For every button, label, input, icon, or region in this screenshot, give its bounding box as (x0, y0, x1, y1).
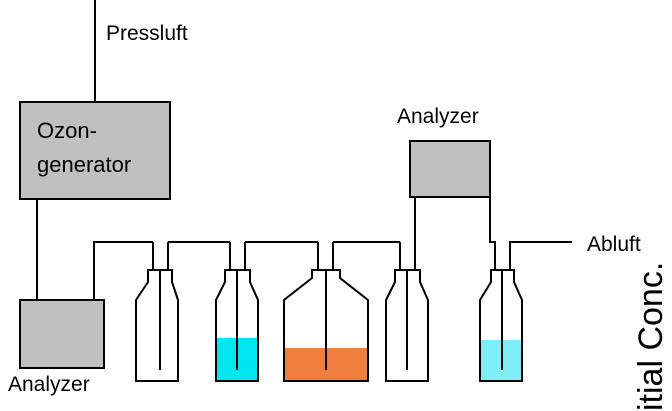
bottle-5 (479, 269, 523, 382)
ozone-generator-label-line1: Ozon- (37, 118, 97, 143)
gas-lines (93, 197, 572, 300)
bottle-2 (215, 269, 259, 382)
bottle-4 (385, 269, 429, 382)
air-in-label: Pressluft (106, 22, 188, 45)
bottle-3 (283, 269, 369, 382)
ozone-generator-label-line2: generator (37, 152, 131, 177)
analyzer-top-label: Analyzer (397, 105, 479, 128)
side-text-label: itial Conc. (632, 262, 670, 411)
exhaust-label: Abluft (587, 233, 641, 256)
analyzer-top-box (409, 140, 491, 198)
bottle-1 (135, 269, 179, 382)
ozone-generator-box (19, 101, 171, 200)
analyzer-left-label: Analyzer (8, 373, 90, 396)
analyzer-left-box (19, 299, 105, 369)
